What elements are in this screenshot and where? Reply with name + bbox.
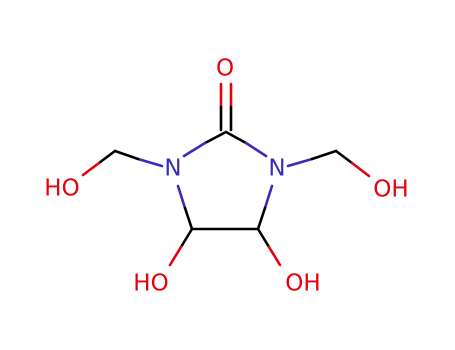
bond-ch2-oh-right-a [334, 149, 354, 165]
atom-ho-left: HO [44, 176, 79, 202]
bond-n1-c5-b [183, 206, 194, 231]
bond-n3-c4-a [263, 184, 274, 210]
bond-n3-ch2-a [286, 157, 314, 168]
bond-n3-c4-b [256, 206, 267, 231]
bond-ch2-oh-right-b [350, 161, 371, 178]
bond-c2-n1-a [203, 130, 228, 145]
bond-c5-oh-a [179, 227, 194, 249]
atom-ho-bottom-left: HO [133, 271, 168, 297]
atom-n-right: N [268, 156, 285, 182]
atom-o-carbonyl: O [216, 56, 234, 82]
atom-labels: O N N HO OH HO OH [44, 56, 408, 297]
bond-ch2-oh-left-b [81, 161, 101, 177]
bond-n1-c5-a [176, 184, 187, 210]
bond-c2-n1-b [182, 141, 207, 158]
bond-c4-oh-b [267, 245, 282, 267]
bond-ch2-oh-left-a [97, 149, 117, 165]
atom-oh-right: OH [373, 177, 408, 203]
bond-n1-ch2-a [136, 157, 164, 168]
bond-n1-ch2-b [113, 149, 140, 161]
bond-n3-ch2-b [310, 149, 338, 161]
bond-c2-n3-a [224, 130, 248, 145]
atom-n-left: N [164, 156, 181, 182]
bond-c2-n3-b [244, 141, 268, 158]
atom-oh-bottom-right: OH [285, 271, 320, 297]
bond-c4-oh-a [256, 227, 271, 249]
bond-c5-oh-b [168, 245, 183, 267]
bonds [81, 82, 371, 267]
